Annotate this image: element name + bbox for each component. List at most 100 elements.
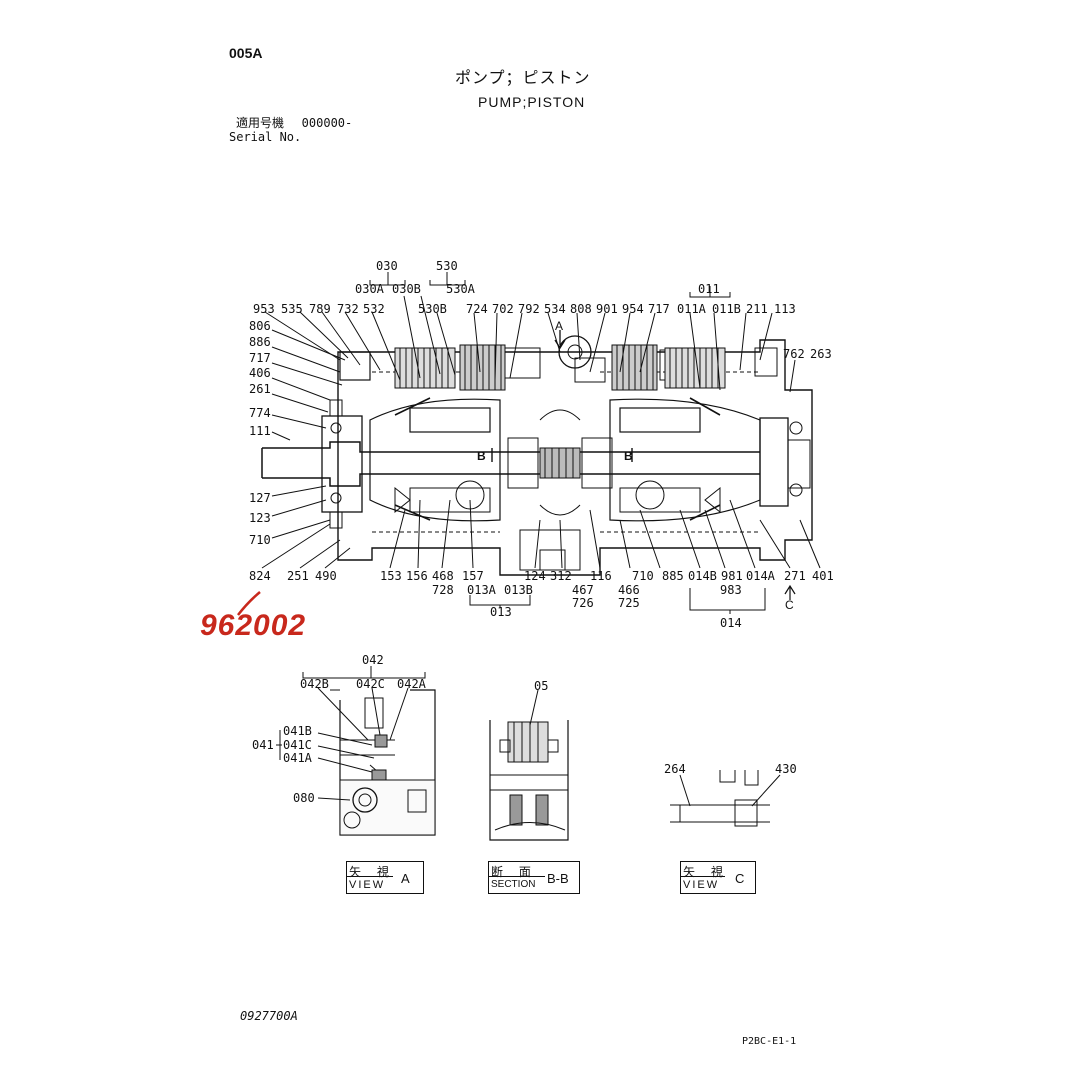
part-label-702: 702 <box>492 302 514 316</box>
page-code: 005A <box>229 45 263 61</box>
serial-label-japanese: 適用号機 000000- <box>236 117 352 129</box>
part-label-013: 013 <box>490 605 512 619</box>
part-label-123: 123 <box>249 511 271 525</box>
view-c-drawing <box>670 770 781 827</box>
handwritten-stamp-number: 962002 <box>200 609 307 642</box>
part-label-726: 726 <box>572 596 594 610</box>
stamp-tick <box>237 591 261 616</box>
title-english: PUMP;PISTON <box>478 94 586 110</box>
part-label-953: 953 <box>253 302 275 316</box>
view-arrow-c: C <box>785 598 794 612</box>
part-label-725: 725 <box>618 596 640 610</box>
part-label-532: 532 <box>363 302 385 316</box>
part-label-901: 901 <box>596 302 618 316</box>
part-label-732: 732 <box>337 302 359 316</box>
part-label-312: 312 <box>550 569 572 583</box>
part-label-011A: 011A <box>677 302 706 316</box>
part-label-981: 981 <box>721 569 743 583</box>
part-label-983: 983 <box>720 583 742 597</box>
part-label-406: 406 <box>249 366 271 380</box>
part-label-535: 535 <box>281 302 303 316</box>
part-label-156: 156 <box>406 569 428 583</box>
part-label-789: 789 <box>309 302 331 316</box>
part-label-264: 264 <box>664 762 686 776</box>
part-label-111: 111 <box>249 424 271 438</box>
part-label-762: 762 <box>783 347 805 361</box>
part-label-401: 401 <box>812 569 834 583</box>
part-label-271: 271 <box>784 569 806 583</box>
part-label-014B: 014B <box>688 569 717 583</box>
part-label-013A: 013A <box>467 583 496 597</box>
section-bb-title-letter: B-B <box>547 871 569 886</box>
sheet-reference: P2BC-E1-1 <box>742 1036 797 1047</box>
part-label-792: 792 <box>518 302 540 316</box>
part-label-886: 886 <box>249 335 271 349</box>
view-a-title-en: VIEW <box>349 879 386 891</box>
part-label-530: 530 <box>436 259 458 273</box>
part-label-153: 153 <box>380 569 402 583</box>
part-label-05: 05 <box>534 679 549 693</box>
section-marker-b-right: B <box>624 449 633 463</box>
section-bb-title-ja: 断 面 <box>491 865 537 879</box>
part-label-030: 030 <box>376 259 398 273</box>
part-label-806: 806 <box>249 319 271 333</box>
view-c-title-en: VIEW <box>683 879 720 891</box>
part-label-014A: 014A <box>746 569 775 583</box>
part-label-466: 466 <box>618 583 640 597</box>
part-label-042B: 042B <box>300 677 329 691</box>
section-bb-title-box: 断 面 SECTION B-B <box>488 861 580 894</box>
part-label-080: 080 <box>293 791 315 805</box>
part-label-490: 490 <box>315 569 337 583</box>
part-label-717-top: 717 <box>648 302 670 316</box>
part-label-954: 954 <box>622 302 644 316</box>
serial-value: 000000- <box>301 116 353 130</box>
part-label-211: 211 <box>746 302 768 316</box>
part-label-113: 113 <box>774 302 796 316</box>
view-c-title-divider <box>681 876 725 877</box>
part-label-717-left: 717 <box>249 351 271 365</box>
part-label-042C: 042C <box>356 677 385 691</box>
title-japanese: ポンプ；ピストン <box>455 68 591 87</box>
view-a-title-box: 矢 視 VIEW A <box>346 861 424 894</box>
part-label-430: 430 <box>775 762 797 776</box>
part-label-824: 824 <box>249 569 271 583</box>
part-label-124: 124 <box>524 569 546 583</box>
part-label-042A: 042A <box>397 677 426 691</box>
part-label-530A: 530A <box>446 282 475 296</box>
part-label-251: 251 <box>287 569 309 583</box>
part-label-530B: 530B <box>418 302 447 316</box>
view-a-title-divider <box>347 876 393 877</box>
part-label-041B: 041B <box>283 724 312 738</box>
part-label-030B: 030B <box>392 282 421 296</box>
section-bb-drawing <box>489 689 569 841</box>
part-label-014: 014 <box>720 616 742 630</box>
part-label-157: 157 <box>462 569 484 583</box>
part-label-534: 534 <box>544 302 566 316</box>
part-label-885: 885 <box>662 569 684 583</box>
main-pump-section <box>261 272 821 614</box>
part-label-468: 468 <box>432 569 454 583</box>
section-bb-title-divider <box>489 876 545 877</box>
part-label-724: 724 <box>466 302 488 316</box>
part-label-041: 041 <box>252 738 274 752</box>
part-label-808: 808 <box>570 302 592 316</box>
section-bb-title-en: SECTION <box>491 879 536 890</box>
part-label-728: 728 <box>432 583 454 597</box>
part-label-011: 011 <box>698 282 720 296</box>
view-a-title-ja: 矢 視 <box>349 865 395 879</box>
part-label-041C: 041C <box>283 738 312 752</box>
drawing-number: 0927700A <box>240 1009 298 1023</box>
part-label-116: 116 <box>590 569 612 583</box>
serial-label-ja-text: 適用号機 <box>236 116 285 130</box>
part-label-710-left: 710 <box>249 533 271 547</box>
part-label-013B: 013B <box>504 583 533 597</box>
section-marker-b-left: B <box>477 449 486 463</box>
view-c-title-ja: 矢 視 <box>683 865 729 879</box>
view-a-title-letter: A <box>401 871 410 886</box>
view-c-title-box: 矢 視 VIEW C <box>680 861 756 894</box>
part-label-467: 467 <box>572 583 594 597</box>
part-label-710-bottom: 710 <box>632 569 654 583</box>
part-label-030A: 030A <box>355 282 384 296</box>
part-label-261: 261 <box>249 382 271 396</box>
